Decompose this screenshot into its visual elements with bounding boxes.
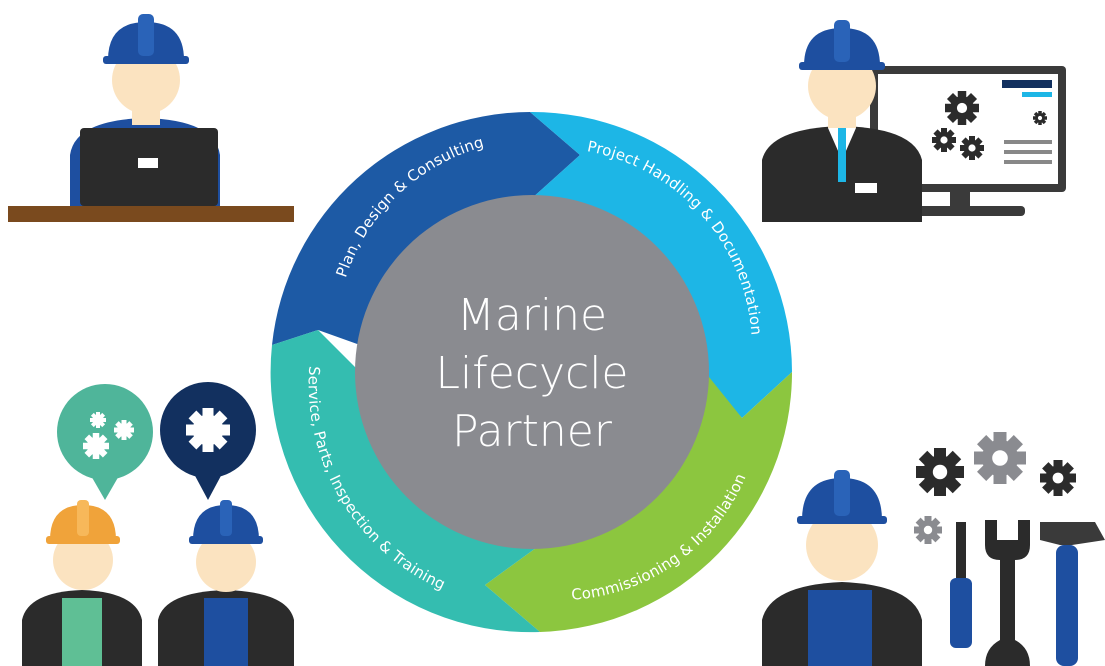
engineer-monitor-icon [762, 20, 1066, 222]
center-title-line1: Marine [457, 290, 607, 341]
segment-project [530, 111, 792, 418]
segment-commissioning [485, 372, 793, 632]
center-title-line3: Partner [452, 406, 613, 457]
lifecycle-ring [270, 111, 793, 633]
center-title-line2: Lifecycle [435, 348, 628, 399]
engineer-laptop-icon [8, 14, 294, 222]
segment-service [270, 330, 540, 633]
mechanic-tools-icon [762, 432, 1105, 666]
segment-plan [272, 112, 580, 345]
center-hub [355, 195, 709, 549]
workers-gears-icon [22, 382, 294, 666]
